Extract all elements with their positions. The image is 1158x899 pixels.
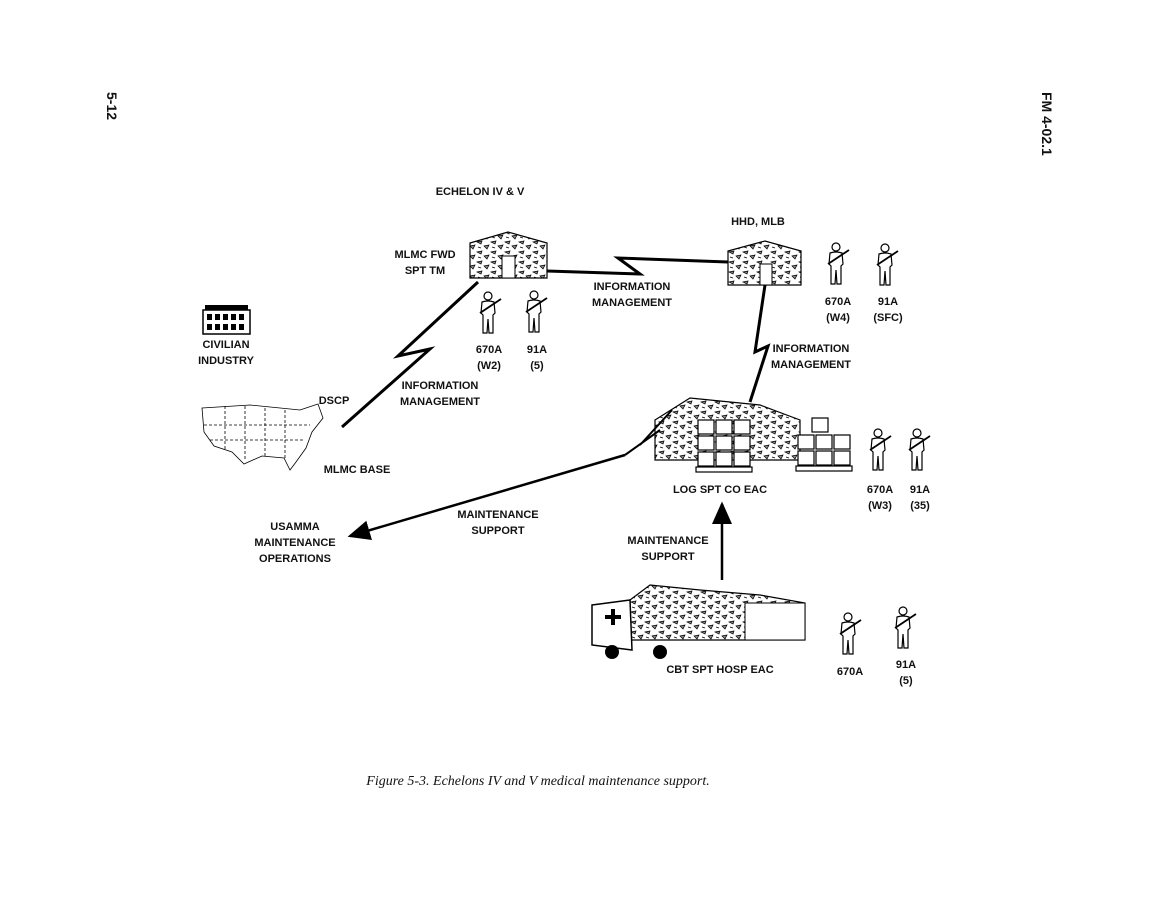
- label-line: MLMC FWD: [394, 249, 456, 261]
- personnel-label: 91A (35): [910, 482, 930, 514]
- info-management-label-left: INFORMATION MANAGEMENT: [400, 378, 480, 410]
- soldier-icon: [868, 427, 892, 472]
- mlmc-fwd-building-icon: [469, 231, 548, 279]
- maintenance-support-label-left: MAINTENANCE SUPPORT: [457, 507, 538, 539]
- soldier-icon: [875, 242, 899, 287]
- info-management-label-top: INFORMATION MANAGEMENT: [592, 279, 672, 311]
- label-line: MAINTENANCE: [627, 535, 709, 547]
- grade: (5): [530, 360, 544, 372]
- grade: (SFC): [873, 312, 903, 324]
- usamma-label: USAMMA MAINTENANCE OPERATIONS: [254, 519, 335, 567]
- cbt-hosp-label: CBT SPT HOSP EAC: [666, 664, 774, 676]
- soldier-icon: [893, 605, 917, 650]
- info-link-left: [341, 280, 480, 429]
- maintenance-arrow-left: [347, 453, 626, 540]
- label-line: MAINTENANCE: [457, 509, 539, 521]
- label-line: SUPPORT: [641, 551, 695, 563]
- soldier-icon: [907, 427, 931, 472]
- info-link-top: [546, 256, 729, 276]
- personnel-label: 91A (5): [896, 657, 916, 689]
- mos: 670A: [866, 484, 894, 496]
- grade: (W4): [826, 312, 850, 324]
- grade: (W2): [477, 360, 501, 372]
- grade: (35): [910, 500, 930, 512]
- label-line: SPT TM: [404, 265, 446, 277]
- soldier-icon: [838, 611, 862, 656]
- label-line: INFORMATION: [401, 380, 479, 392]
- personnel-label: 91A (5): [527, 342, 547, 374]
- soldier-icon: [525, 290, 548, 333]
- label-line: MANAGEMENT: [399, 396, 481, 408]
- personnel-label: 91A (SFC): [873, 294, 902, 326]
- personnel-label: 670A (W2): [476, 342, 502, 374]
- civilian-industry-label: CIVILIAN INDUSTRY: [198, 337, 254, 369]
- label-line: OPERATIONS: [259, 553, 331, 565]
- label-line: USAMMA: [270, 521, 320, 533]
- grade: (5): [899, 675, 913, 687]
- hospital-ambulance-icon: [591, 584, 806, 659]
- personnel-label: 670A (W3): [867, 482, 893, 514]
- log-spt-label: LOG SPT CO EAC: [672, 484, 768, 496]
- personnel-label: 670A: [837, 664, 863, 680]
- hhd-mlb-label: HHD, MLB: [731, 216, 785, 228]
- label-line: CIVILIAN: [202, 339, 250, 351]
- grade: (W3): [868, 500, 892, 512]
- mos: 91A: [895, 659, 917, 671]
- mos: 91A: [877, 296, 899, 308]
- label-line: INFORMATION: [593, 281, 671, 293]
- diagram-title: ECHELON IV & V: [435, 186, 525, 198]
- label-line: INFORMATION: [772, 343, 850, 355]
- mlmc-fwd-label: MLMC FWD SPT TM: [394, 247, 455, 279]
- label-line: MAINTENANCE: [254, 537, 336, 549]
- maintenance-support-label-up: MAINTENANCE SUPPORT: [627, 533, 708, 565]
- label-line: SUPPORT: [471, 525, 525, 537]
- log-spt-tent-icon: [624, 397, 853, 473]
- info-link-right: [748, 284, 771, 403]
- label-line: MANAGEMENT: [770, 359, 852, 371]
- factory-icon: [202, 305, 251, 335]
- personnel-label: 670A (W4): [825, 294, 851, 326]
- mos: 91A: [526, 344, 548, 356]
- mos: 670A: [475, 344, 503, 356]
- us-map-icon: [201, 403, 324, 471]
- figure-caption: Figure 5-3. Echelons IV and V medical ma…: [366, 774, 710, 789]
- soldier-icon: [826, 241, 850, 286]
- label-line: INDUSTRY: [198, 355, 254, 367]
- mos: 670A: [824, 296, 852, 308]
- hhd-mlb-building-icon: [727, 240, 802, 286]
- mos: 91A: [909, 484, 931, 496]
- mlmc-base-label: MLMC BASE: [323, 464, 391, 476]
- soldier-icon: [479, 291, 502, 334]
- label-line: MANAGEMENT: [591, 297, 673, 309]
- info-management-label-right: INFORMATION MANAGEMENT: [771, 341, 851, 373]
- mos: 670A: [836, 666, 864, 678]
- dscp-label: DSCP: [318, 395, 350, 407]
